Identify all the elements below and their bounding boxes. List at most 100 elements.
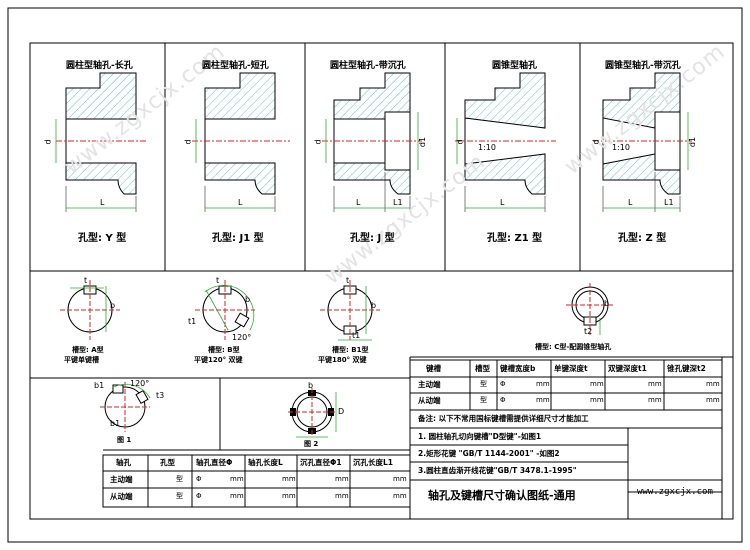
bore-col-header: 轴孔 [116, 458, 131, 467]
bore-type-z1: 孔型: Z1 型 [487, 233, 543, 244]
panel-title-z1: 圆锥型轴孔 [492, 61, 538, 71]
dim-L1: L1 [664, 198, 674, 207]
table-cell: mm [706, 396, 720, 404]
figure-1-caption: 图 1 [117, 436, 132, 444]
table-cell: mm [536, 396, 550, 404]
dim-L: L [356, 198, 361, 207]
dim-d1: d1 [418, 136, 428, 148]
table-cell: mm [335, 475, 349, 483]
dim-d1: d1 [688, 136, 698, 148]
note-3: 3.圆柱直齿渐开线花键"GB/T 3478.1-1995" [418, 466, 577, 475]
bore-profile-y [55, 72, 148, 212]
company-url: www.zgxcjx.com [637, 487, 713, 497]
keyway-col-header: 单键深度t [554, 364, 588, 373]
table-cell: Φ [196, 492, 202, 500]
taper-ratio: 1:10 [612, 143, 630, 152]
remark-note: 备注: 以下不常用国标键槽需提供详细尺寸才能加工 [418, 414, 589, 423]
angle-120: 120° [130, 379, 150, 388]
table-cell: mm [282, 492, 296, 500]
dim-t1: t1 [188, 317, 197, 326]
dim-t: t [84, 276, 88, 285]
dim-b: b [308, 381, 314, 390]
panel-title-j1: 圆柱型轴孔-短孔 [202, 61, 269, 71]
taper-ratio: 1:10 [478, 143, 496, 152]
figure-2-drawing [288, 388, 337, 438]
keyway-a-drawing [60, 280, 120, 340]
dim-t: t [346, 276, 350, 285]
bore-col-header: 轴孔直径Φ [196, 458, 233, 467]
bore-col-header: 沉孔长度L1 [353, 458, 393, 467]
bore-type-z: 孔型: Z 型 [618, 233, 667, 244]
table-cell: mm [648, 396, 662, 404]
table-cell: mm [648, 380, 662, 388]
dim-b: b [371, 301, 377, 310]
table-cell: mm [230, 492, 244, 500]
dim-b: b [604, 299, 610, 308]
outer-frame [7, 7, 743, 543]
bore-col-header: 轴孔长度L [248, 458, 283, 467]
panel-title-z: 圆锥型轴孔-带沉孔 [605, 61, 681, 71]
table-cell: 型 [480, 396, 487, 404]
dim-L1: L1 [393, 198, 403, 207]
dim-d: d [183, 139, 193, 145]
bore-type-j1: 孔型: J1 型 [212, 233, 264, 244]
bore-profile-j1 [192, 72, 290, 212]
note-2: 2.矩形花键 "GB/T 1144-2001" -如图2 [418, 449, 560, 458]
drawing-title: 轴孔及键槽尺寸确认图纸-通用 [428, 489, 576, 502]
keyway-c-drawing [566, 283, 614, 335]
dim-d: d [455, 139, 465, 145]
dim-d: d [313, 139, 323, 145]
keyway-col-header: 锥孔键深t2 [667, 364, 706, 373]
dim-L: L [100, 198, 105, 207]
table-cell: mm [590, 396, 604, 404]
bore-profile-z [593, 72, 692, 212]
dim-L: L [628, 198, 633, 207]
figure-2-caption: 图 2 [304, 440, 319, 448]
table-cell: 型 [480, 380, 487, 388]
table-cell: mm [706, 380, 720, 388]
keyway-b-sub: 平键120° 双键 [194, 356, 243, 364]
panel-title-j: 圆柱型轴孔-带沉孔 [330, 61, 406, 71]
dim-t3: t3 [156, 391, 165, 400]
table-cell: 型 [176, 492, 183, 500]
table-cell: Φ [196, 475, 202, 483]
keyway-col-header: 槽型 [475, 364, 490, 373]
figure-1-drawing [100, 382, 151, 432]
dim-b: b [245, 295, 251, 304]
keyway-a-sub: 平键单键槽 [64, 356, 99, 364]
table-cell: 型 [176, 475, 183, 483]
bore-col-header: 沉孔直径Φ1 [300, 458, 342, 467]
angle-120: 120° [232, 333, 252, 342]
keyway-b1-drawing [320, 280, 380, 341]
keyway-col-header: 键槽 [426, 364, 441, 373]
keyway-col-header: 双键深度t1 [608, 364, 647, 373]
table-row-label: 主动端 [418, 380, 441, 389]
keyway-b-caption: 槽型: B型 [208, 346, 240, 354]
panel-title-y: 圆柱型轴孔-长孔 [66, 61, 133, 71]
dim-L: L [500, 198, 505, 207]
table-cell: Φ [500, 380, 506, 388]
keyway-col-header: 键槽宽度b [500, 364, 536, 373]
inner-frame [29, 42, 734, 520]
keyway-b1-caption: 槽型: B1型 [332, 346, 369, 354]
bore-table-grid [102, 454, 411, 508]
keyway-b-drawing [195, 280, 255, 340]
dim-d: d [43, 139, 53, 145]
table-cell: mm [230, 475, 244, 483]
keyway-c-caption: 槽型: C型-配圆锥型轴孔 [535, 343, 612, 351]
bore-type-y: 孔型: Y 型 [78, 233, 127, 244]
dim-t1: t1 [352, 331, 361, 340]
table-cell: mm [335, 492, 349, 500]
table-cell: mm [393, 492, 407, 500]
dim-L: L [238, 198, 243, 207]
table-cell: mm [393, 475, 407, 483]
dim-t2: t2 [584, 327, 593, 336]
keyway-a-caption: 槽型: A型 [72, 346, 104, 354]
dim-b1: b1 [94, 381, 105, 390]
table-row-label: 主动端 [110, 475, 133, 484]
dim-b: b [110, 301, 116, 310]
dim-D: D [338, 407, 345, 416]
table-cell: mm [536, 380, 550, 388]
table-row-label: 从动端 [110, 492, 133, 501]
